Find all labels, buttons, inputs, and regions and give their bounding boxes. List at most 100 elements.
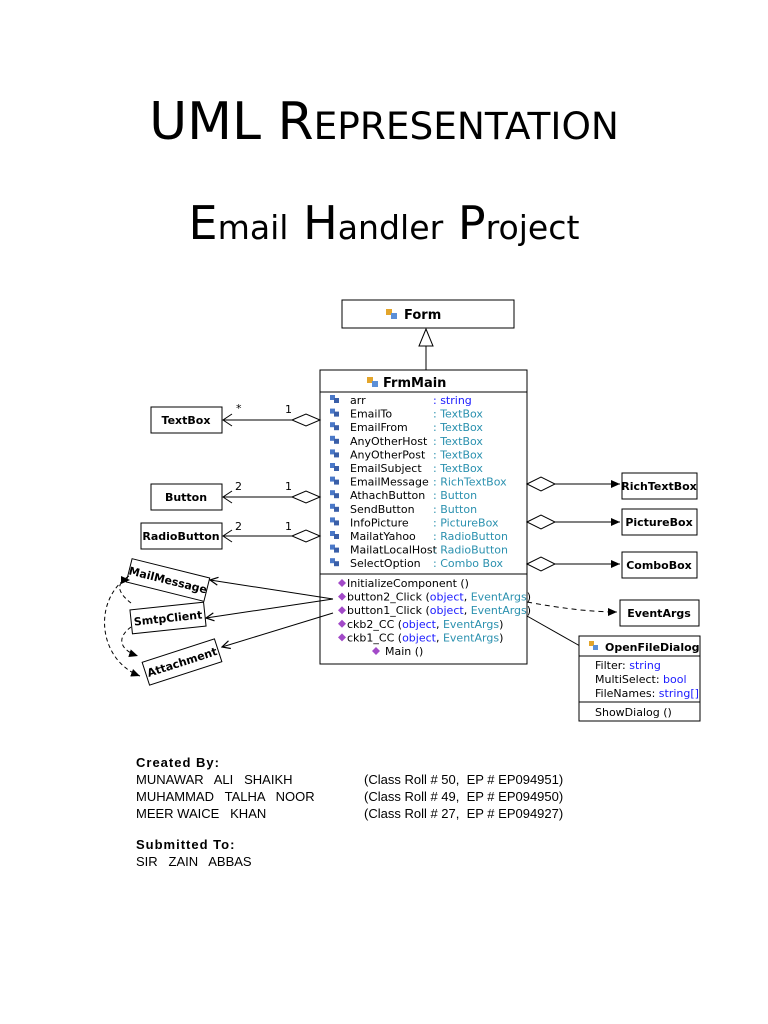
field-name: arr bbox=[350, 394, 366, 407]
field-name: SendButton bbox=[350, 503, 415, 516]
openfiledialog-class-name: OpenFileDialog bbox=[605, 641, 700, 654]
class-icon bbox=[367, 377, 378, 387]
submitted-to-name: SIR ZAIN ABBAS bbox=[136, 854, 252, 869]
field-type: : PictureBox bbox=[433, 516, 499, 529]
openfiledialog-association bbox=[526, 615, 581, 647]
method-signature: InitializeComponent () bbox=[347, 577, 469, 590]
title-initial-h: H bbox=[303, 196, 338, 250]
method-icon bbox=[338, 633, 346, 642]
eventargs-class-name: EventArgs bbox=[627, 607, 691, 620]
author-class-info: (Class Roll # 49, EP # EP094950) bbox=[364, 789, 564, 804]
field-icon bbox=[330, 544, 339, 553]
field-icon bbox=[330, 422, 339, 431]
field-name: MailatLocalHost bbox=[350, 544, 438, 557]
eventargs-dependency bbox=[526, 601, 618, 616]
richtextbox-class-name: RichTextBox bbox=[621, 480, 697, 493]
field-name: EmailMessage bbox=[350, 476, 429, 489]
field-icon bbox=[330, 449, 339, 458]
field-name: MailatYahoo bbox=[350, 530, 416, 543]
created-by-label: Created By: bbox=[136, 755, 220, 770]
author-row: MUHAMMAD TALHA NOOR(Class Roll # 49, EP … bbox=[136, 788, 563, 805]
member-text-part: ) bbox=[499, 618, 503, 631]
submitted-to-label: Submitted To: bbox=[136, 837, 236, 852]
field-name: AnyOtherHost bbox=[350, 435, 428, 448]
author-class-info: (Class Roll # 27, EP # EP094927) bbox=[364, 806, 564, 821]
member-text-part: , bbox=[464, 591, 471, 604]
member-text-part: button1_Click ( bbox=[347, 604, 430, 617]
field-type: : Button bbox=[433, 503, 477, 516]
class-icon bbox=[386, 309, 397, 319]
credits-section: Created By: MUNAWAR ALI SHAIKH (Class Rol… bbox=[136, 754, 563, 822]
member-text-part: ckb1_CC ( bbox=[347, 631, 402, 644]
field-name: EmailFrom bbox=[350, 421, 408, 434]
button-composition: 2 1 bbox=[222, 480, 322, 504]
picturebox-composition bbox=[525, 514, 620, 530]
field-type: : RichTextBox bbox=[433, 476, 507, 489]
multiplicity-label: 1 bbox=[285, 403, 292, 416]
title-initial-e: E bbox=[188, 196, 218, 250]
method-signature: Main () bbox=[385, 645, 423, 658]
field-type: : TextBox bbox=[433, 421, 483, 434]
author-name: MEER WAICE KHAN bbox=[136, 806, 267, 821]
member-text-part: bool bbox=[663, 673, 687, 686]
member-text-part: EventArgs bbox=[443, 618, 499, 631]
member-text-part: , bbox=[436, 618, 443, 631]
title-word-representation: EPRESENTATION bbox=[313, 104, 619, 148]
field-name: EmailSubject bbox=[350, 462, 422, 475]
member-text-part: Filter: bbox=[595, 659, 629, 672]
field-type: : Combo Box bbox=[433, 557, 503, 570]
field-icon bbox=[330, 463, 339, 471]
title-initial-p: P bbox=[457, 196, 486, 250]
smtpclient-class-box: SmtpClient bbox=[129, 601, 207, 635]
member-text-part: string[] bbox=[659, 687, 699, 700]
field-icon bbox=[330, 435, 339, 444]
combobox-composition bbox=[525, 556, 620, 572]
multiplicity-label: 1 bbox=[285, 480, 292, 493]
member-text-part: ) bbox=[499, 631, 503, 644]
field-name: AthachButton bbox=[350, 489, 425, 502]
mailmessage-class-box: MailMessage bbox=[125, 558, 211, 602]
field-icon bbox=[330, 531, 339, 539]
title-word-project: roject bbox=[485, 208, 580, 247]
author-row: MUNAWAR ALI SHAIKH (Class Roll # 50, EP #… bbox=[136, 771, 563, 788]
author-row: MEER WAICE KHAN (Class Roll # 27, EP # EP… bbox=[136, 805, 563, 822]
field-icon bbox=[330, 558, 339, 567]
form-class-name: Form bbox=[404, 308, 441, 323]
member-text-part: ) bbox=[527, 591, 531, 604]
openfiledialog-method: ShowDialog () bbox=[595, 706, 672, 719]
frmmain-class-name: FrmMain bbox=[383, 376, 446, 391]
member-text-part: button2_Click ( bbox=[347, 591, 430, 604]
field-type: : TextBox bbox=[433, 435, 483, 448]
method-signature: ckb2_CC (object, EventArgs) bbox=[347, 618, 503, 631]
method-icon bbox=[372, 647, 380, 655]
attachment-class-box: Attachment bbox=[141, 638, 223, 686]
member-text-part: , bbox=[464, 604, 471, 617]
member-text-part: Main () bbox=[385, 645, 423, 658]
radiobutton-class-name: RadioButton bbox=[142, 530, 219, 543]
combobox-class-name: ComboBox bbox=[626, 559, 692, 572]
document-title-line-1: UML REPRESENTATION bbox=[0, 92, 768, 152]
field-type: : TextBox bbox=[433, 462, 483, 475]
field-type: : RadioButton bbox=[433, 530, 508, 543]
member-text-part: EventArgs bbox=[471, 591, 527, 604]
member-text-part: ) bbox=[527, 604, 531, 617]
field-type: : TextBox bbox=[433, 408, 483, 421]
submission-section: Submitted To: SIR ZAIN ABBAS bbox=[136, 836, 252, 870]
member-text-part: object bbox=[430, 591, 465, 604]
ofd-field: Filter: string bbox=[595, 659, 661, 672]
textbox-composition: * 1 bbox=[222, 402, 322, 427]
field-name: AnyOtherPost bbox=[350, 448, 426, 461]
author-class-info: (Class Roll # 50, EP # EP094951) bbox=[364, 772, 564, 787]
field-icon bbox=[330, 395, 339, 403]
multiplicity-label: 1 bbox=[285, 520, 292, 533]
field-name: EmailTo bbox=[350, 408, 392, 421]
field-icon bbox=[330, 490, 339, 499]
multiplicity-label: 2 bbox=[235, 520, 242, 533]
method-dependency-lines bbox=[206, 580, 334, 647]
author-name: MUNAWAR ALI SHAIKH bbox=[136, 772, 293, 787]
method-signature: ckb1_CC (object, EventArgs) bbox=[347, 631, 503, 644]
field-type: : RadioButton bbox=[433, 544, 508, 557]
